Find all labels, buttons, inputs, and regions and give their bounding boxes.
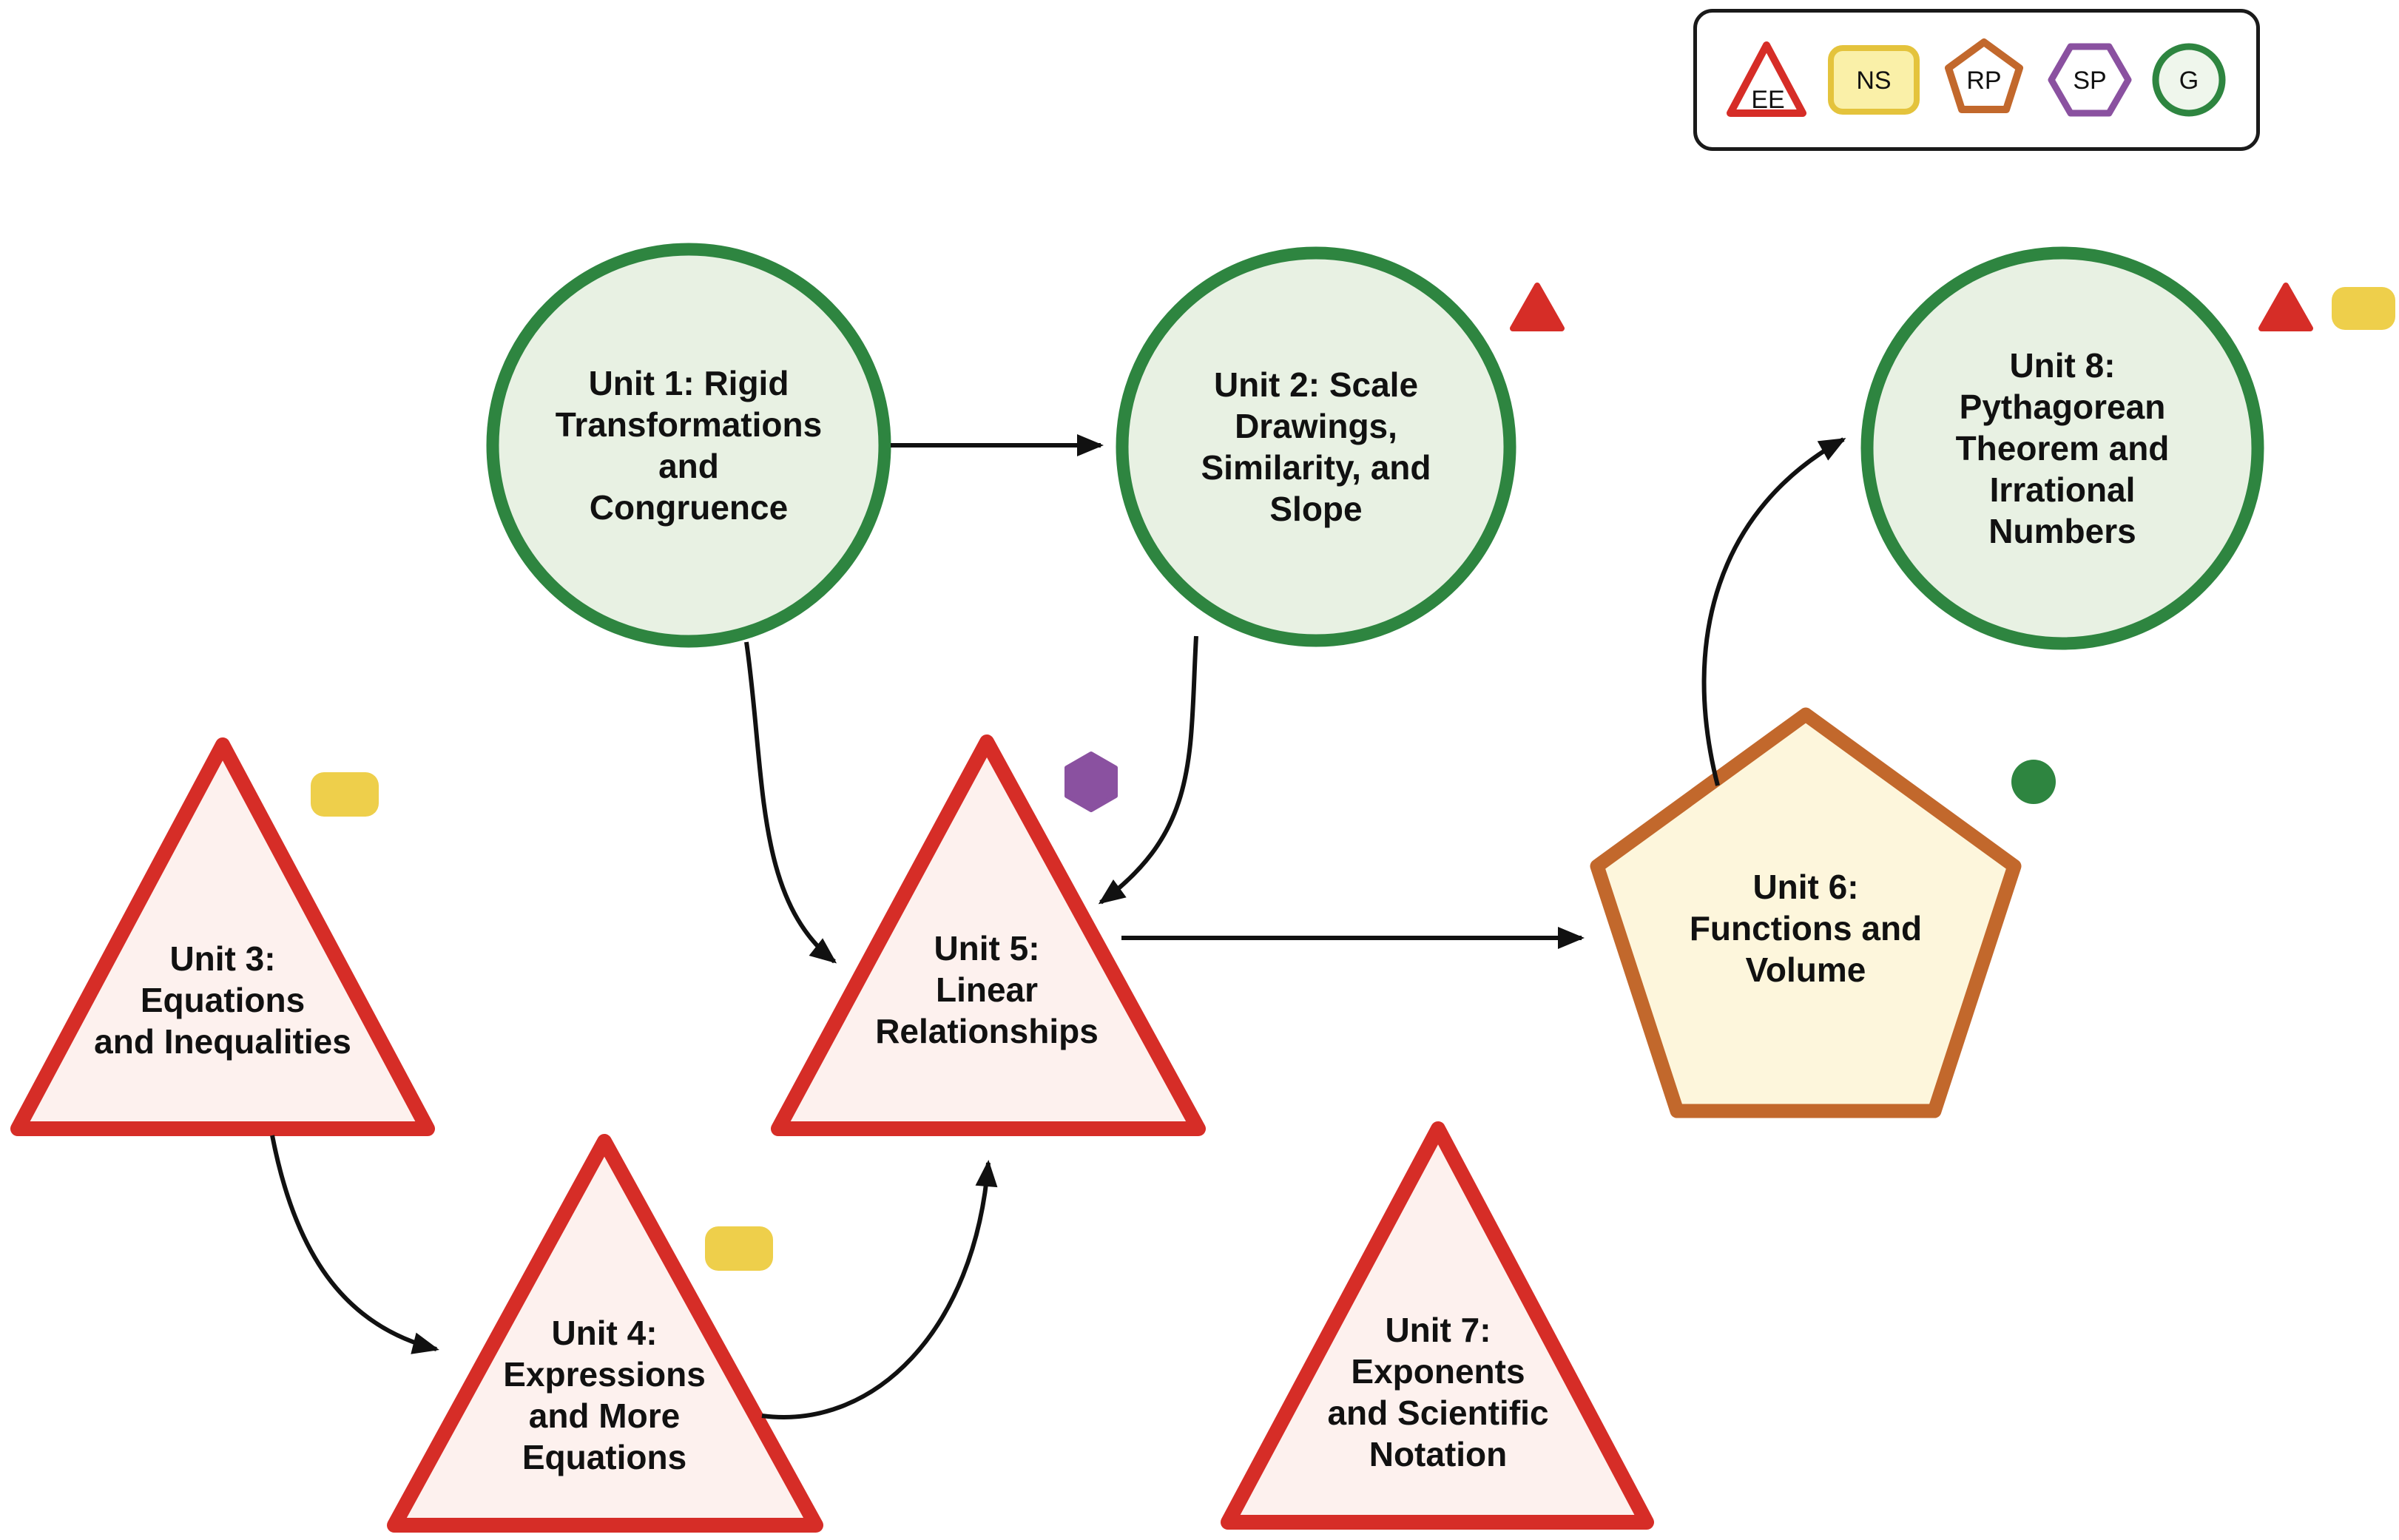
unit-1-circle-shape xyxy=(486,243,891,648)
unit-5-badge-purple-hexagon-icon xyxy=(1064,752,1118,812)
unit-5-triangle-shape xyxy=(771,734,1206,1136)
ns-square-icon: NS xyxy=(1827,45,1920,115)
edge-unit3-unit4 xyxy=(270,1135,439,1354)
unit-8-badge-red-triangle-icon xyxy=(2258,283,2313,331)
legend-code-rp: RP xyxy=(1966,67,2001,95)
unit-3-badge-yellow-square-icon xyxy=(311,772,379,817)
legend-item-ns: NS xyxy=(1825,24,1923,135)
unit-7-triangle-shape xyxy=(1221,1121,1654,1530)
legend-item-rp: RP xyxy=(1939,24,2029,135)
unit-8-circle-shape xyxy=(1860,246,2264,650)
legend-item-ee: EE xyxy=(1725,24,1808,135)
unit-3-triangle-shape xyxy=(10,737,435,1136)
legend-item-sp: SP xyxy=(2046,24,2133,135)
legend: EE NS RP SP G xyxy=(1693,9,2260,151)
unit-6-pentagon-shape xyxy=(1590,707,2022,1118)
legend-item-g: G xyxy=(2150,24,2228,135)
unit-6-badge-green-circle-icon xyxy=(2011,760,2056,804)
legend-code-sp: SP xyxy=(2073,67,2106,95)
ee-triangle-icon: EE xyxy=(1727,41,1806,117)
unit-2-badge-red-triangle-icon xyxy=(1510,283,1565,331)
edge-unit6-unit8 xyxy=(1701,437,1846,786)
rp-pentagon-icon: RP xyxy=(1945,38,2023,113)
legend-code-g: G xyxy=(2179,67,2199,95)
sp-hexagon-icon: SP xyxy=(2048,43,2131,117)
g-circle-icon: G xyxy=(2152,43,2226,117)
legend-code-ee: EE xyxy=(1751,86,1784,114)
unit-4-badge-yellow-square-icon xyxy=(705,1226,773,1271)
edge-unit1-unit5 xyxy=(744,641,837,964)
edge-unit2-unit5 xyxy=(1098,635,1198,905)
unit-4-triangle-shape xyxy=(387,1134,823,1533)
unit-8-badge-yellow-square-icon xyxy=(2332,287,2395,330)
edge-unit4-unit5 xyxy=(761,1160,998,1419)
legend-code-ns: NS xyxy=(1856,67,1891,95)
unit-2-circle-shape xyxy=(1116,246,1516,647)
